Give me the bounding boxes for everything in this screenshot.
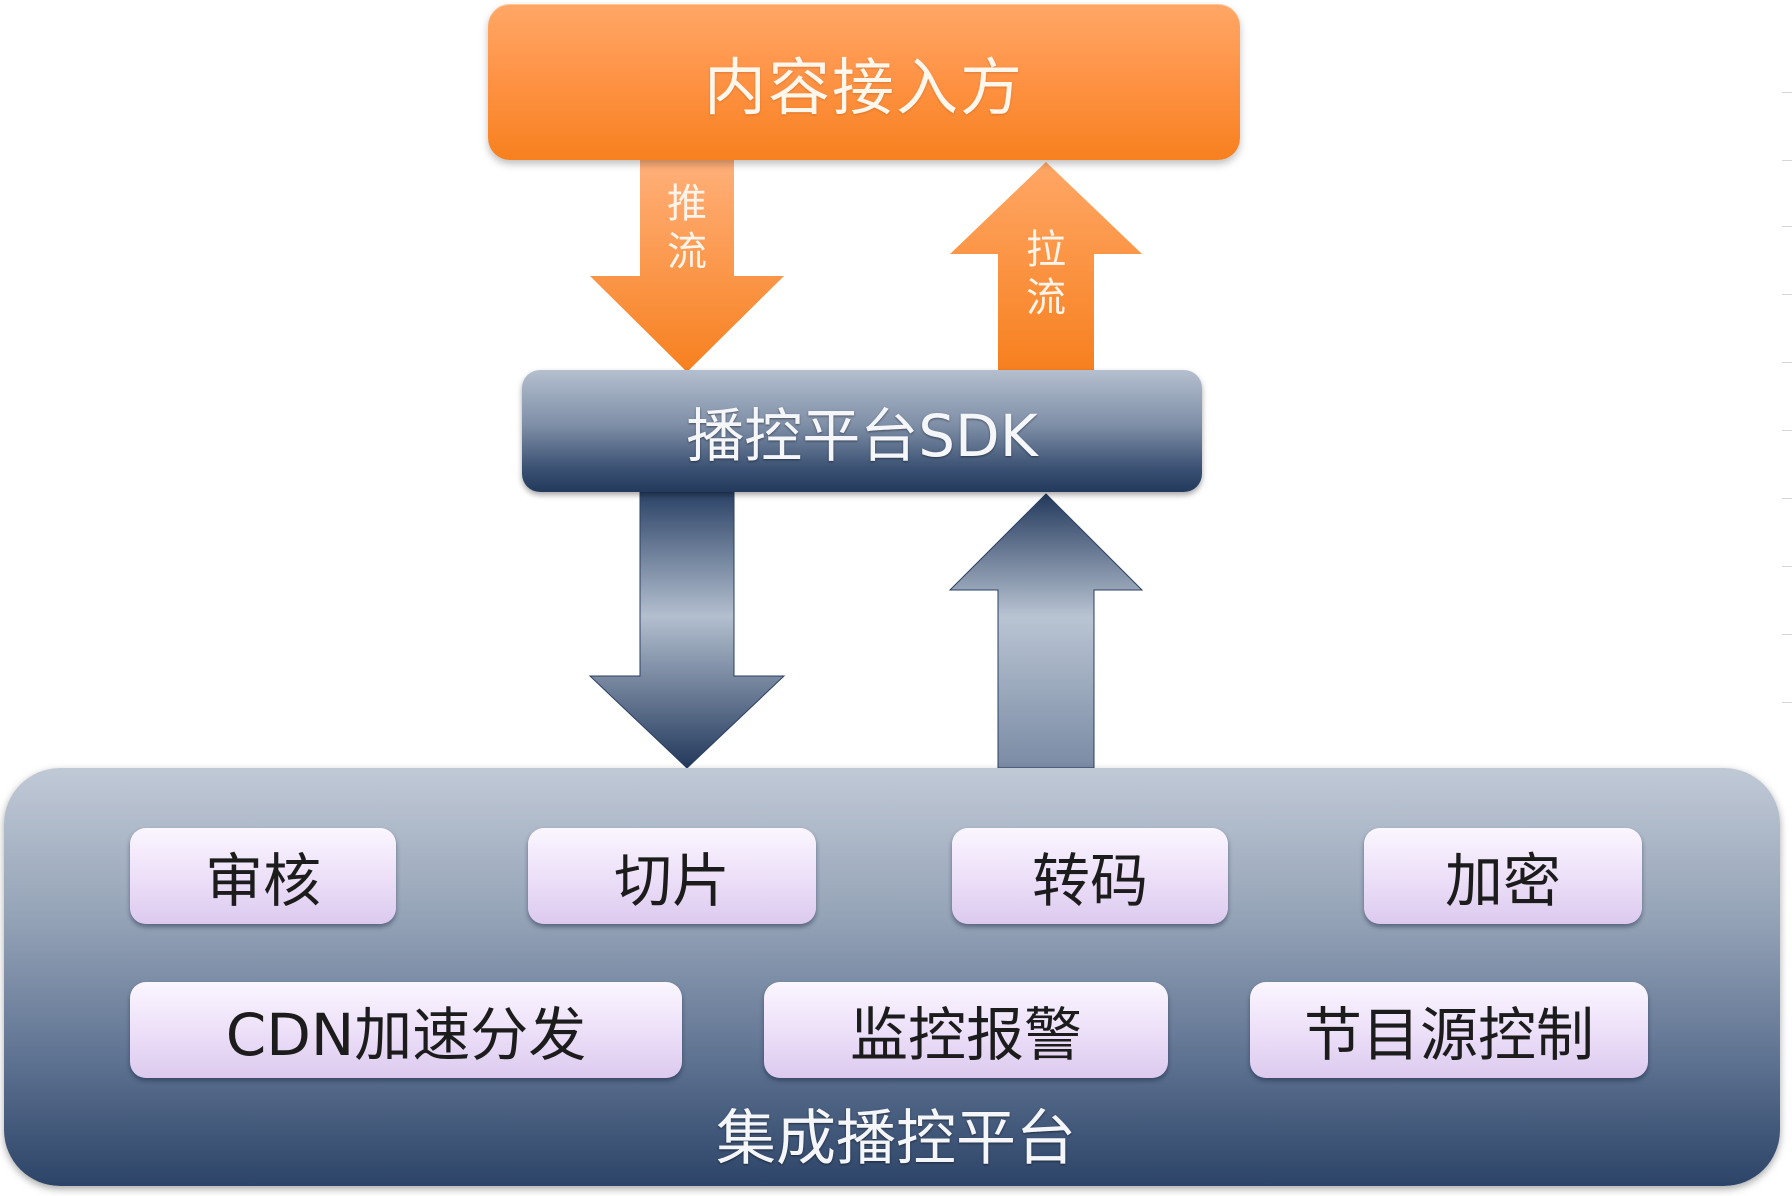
module-label: CDN加速分发 [225, 1001, 587, 1069]
down-arrow [588, 491, 786, 769]
sdk-label: 播控平台SDK [686, 402, 1038, 470]
edge-line [1782, 92, 1792, 93]
module-encrypt: 加密 [1364, 828, 1642, 924]
module-source-control: 节目源控制 [1250, 982, 1648, 1078]
module-transcode: 转码 [952, 828, 1228, 924]
module-label: 监控报警 [849, 1001, 1082, 1069]
up-arrow [948, 493, 1144, 769]
sdk-box: 播控平台SDK [522, 370, 1202, 492]
edge-line [1782, 160, 1792, 161]
module-label: 加密 [1444, 847, 1561, 915]
module-monitoring-alert: 监控报警 [764, 982, 1168, 1078]
edge-line [1782, 362, 1792, 363]
edge-line [1782, 566, 1792, 567]
module-label: 转码 [1031, 847, 1148, 915]
edge-line [1782, 294, 1792, 295]
edge-line [1782, 702, 1792, 703]
module-label: 审核 [204, 847, 321, 915]
module-slicing: 切片 [528, 828, 816, 924]
module-review: 审核 [130, 828, 396, 924]
content-provider-box: 内容接入方 [488, 4, 1240, 160]
edge-line [1782, 430, 1792, 431]
platform-title: 集成播控平台 [716, 1104, 1076, 1174]
edge-line [1782, 226, 1792, 227]
content-provider-label: 内容接入方 [703, 51, 1024, 124]
module-cdn-distribution: CDN加速分发 [130, 982, 682, 1078]
module-label: 节目源控制 [1303, 1001, 1594, 1069]
edge-line [1782, 634, 1792, 635]
push-stream-label: 推流 [667, 181, 707, 275]
edge-line [1782, 498, 1792, 499]
module-label: 切片 [613, 847, 730, 915]
pull-stream-label: 拉流 [1026, 227, 1066, 321]
